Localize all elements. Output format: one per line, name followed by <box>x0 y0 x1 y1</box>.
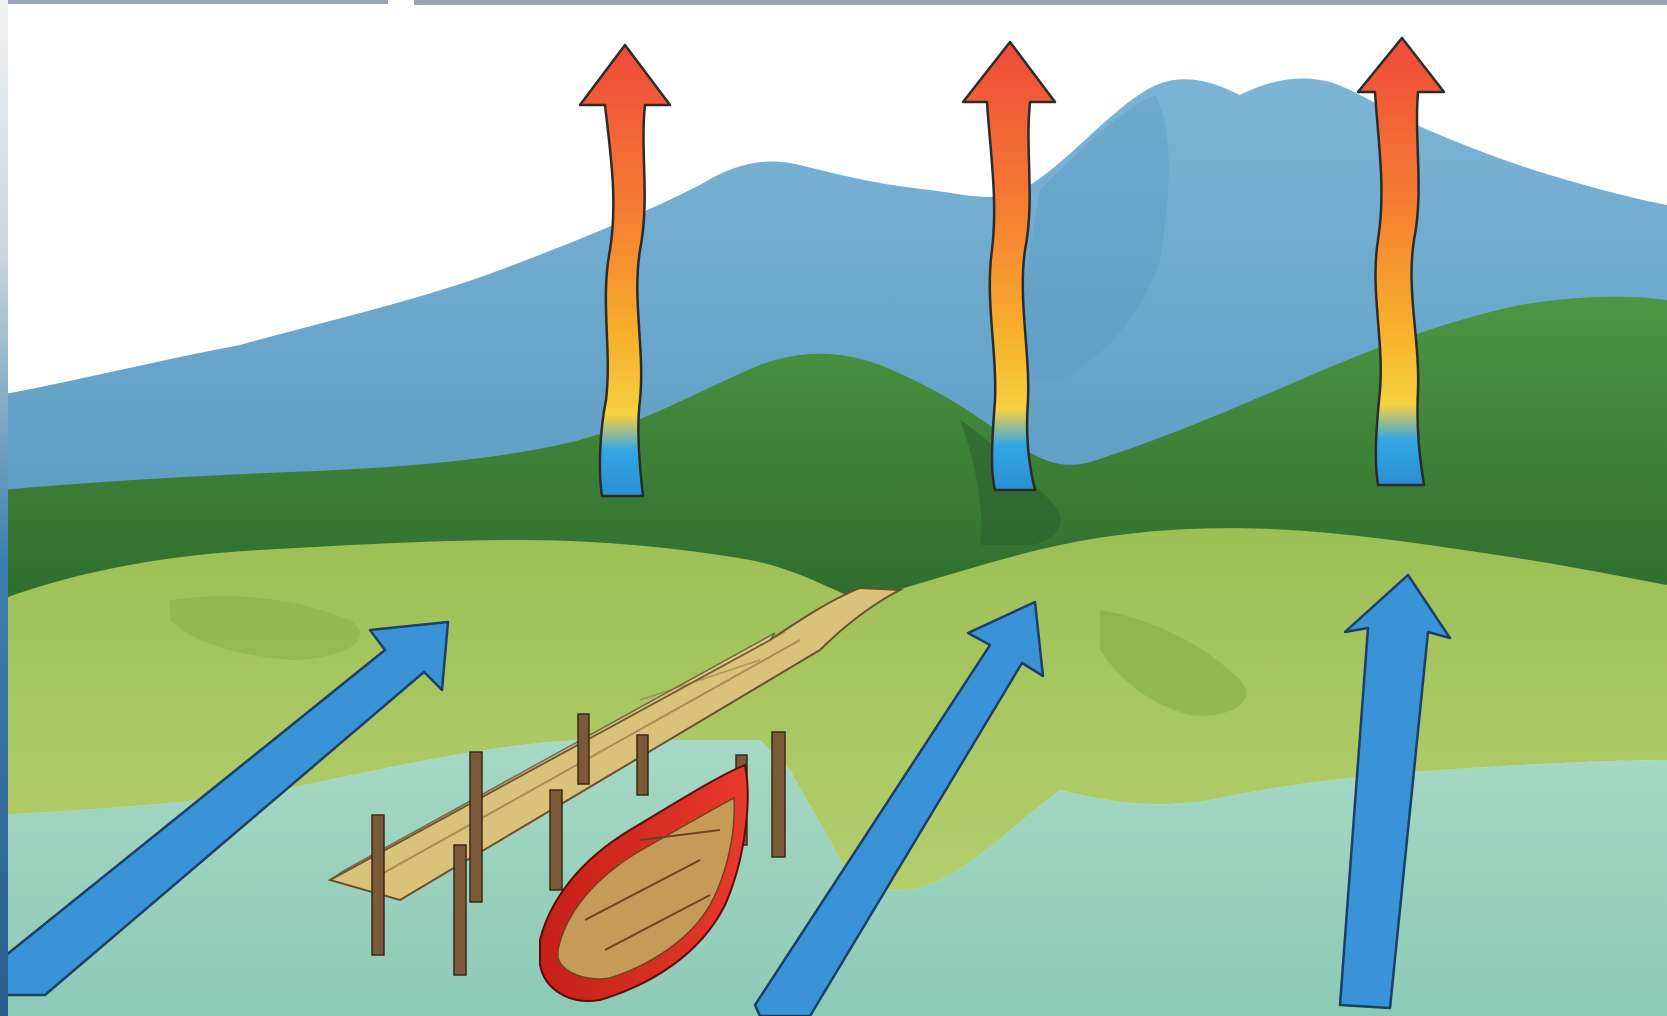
top-strip-left <box>0 0 388 4</box>
left-edge <box>0 0 8 1016</box>
top-strip-right <box>414 0 1667 5</box>
